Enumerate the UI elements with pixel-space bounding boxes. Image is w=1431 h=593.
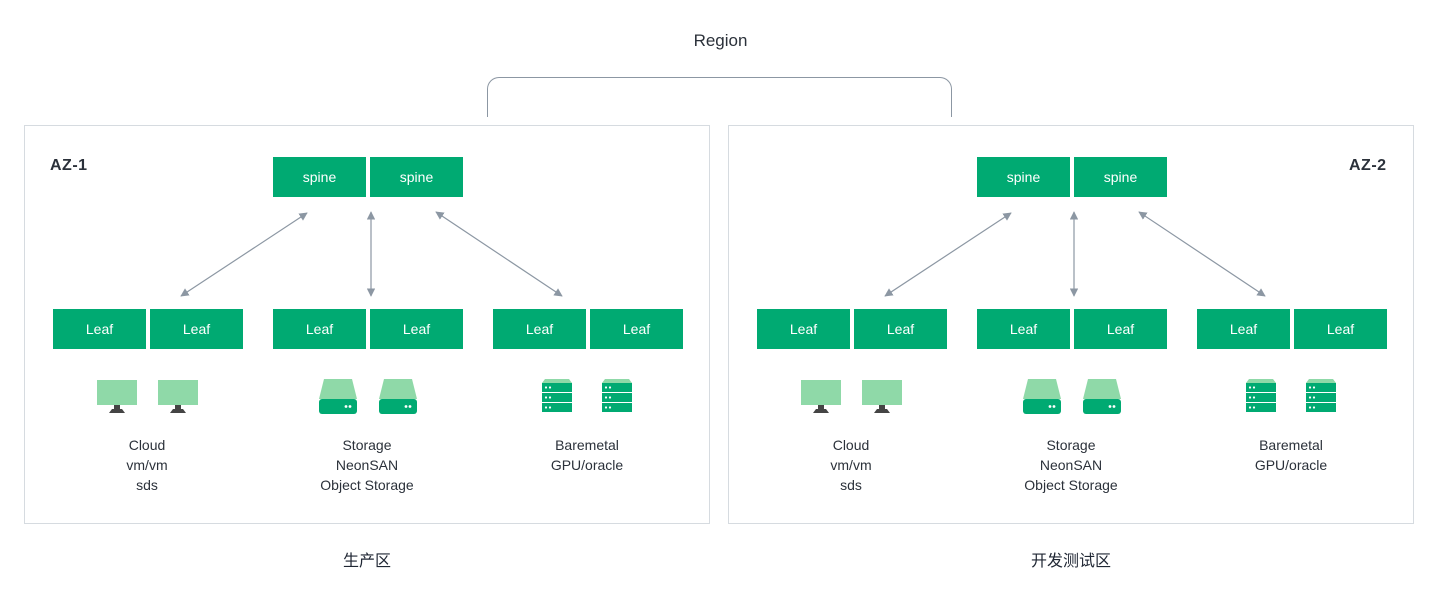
az-2-baremetal-caption: Baremetal GPU/oracle xyxy=(1191,435,1391,475)
az-2-label: AZ-2 xyxy=(1349,157,1387,174)
caption-line: Cloud xyxy=(128,437,166,453)
caption-line: vm/vm xyxy=(126,457,168,473)
az-1-cloud-caption: Cloud vm/vm sds xyxy=(47,435,247,495)
caption-line: sds xyxy=(136,477,158,493)
az-2-spine-2: spine xyxy=(1074,157,1167,197)
az-2-zone-label: 开发测试区 xyxy=(1030,553,1111,570)
caption-line: Storage xyxy=(342,437,392,453)
caption-line: Object Storage xyxy=(1024,477,1118,493)
az-1-spine-2: spine xyxy=(370,157,463,197)
az-1-leaf-cloud-2: Leaf xyxy=(150,309,243,349)
az-1-leaf-baremetal-2: Leaf xyxy=(590,309,683,349)
caption-line: NeonSAN xyxy=(1039,457,1103,473)
az-1-spine-1: spine xyxy=(273,157,366,197)
caption-line: Baremetal xyxy=(1259,437,1323,453)
az-1-leaf-storage-2: Leaf xyxy=(370,309,463,349)
az-2-cloud-caption: Cloud vm/vm sds xyxy=(751,435,951,495)
caption-line: Object Storage xyxy=(320,477,414,493)
caption-line: Storage xyxy=(1046,437,1096,453)
server-rack-icon xyxy=(542,379,572,412)
az-1-leaf-storage-1: Leaf xyxy=(273,309,366,349)
az-1-link-baremetal xyxy=(435,211,563,297)
region-bracket xyxy=(487,77,952,117)
az-2-link-cloud xyxy=(884,212,1012,297)
az-1-container xyxy=(24,125,710,524)
server-rack-icon xyxy=(602,379,632,412)
server-rack-icon xyxy=(1246,379,1276,412)
az-1-storage-caption: Storage NeonSAN Object Storage xyxy=(267,435,467,495)
server-rack-icon xyxy=(1306,379,1336,412)
caption-line: GPU/oracle xyxy=(1254,457,1328,473)
az-1-link-cloud xyxy=(180,212,308,297)
az-2-leaf-cloud-1: Leaf xyxy=(757,309,850,349)
monitor-icon xyxy=(862,380,902,413)
monitor-icon xyxy=(97,380,137,413)
az-2-link-baremetal xyxy=(1138,211,1266,297)
caption-line: Cloud xyxy=(832,437,870,453)
az-2-leaf-cloud-2: Leaf xyxy=(854,309,947,349)
caption-line: GPU/oracle xyxy=(550,457,624,473)
az-2-leaf-baremetal-1: Leaf xyxy=(1197,309,1290,349)
region-title: Region xyxy=(693,31,748,50)
az-1-leaf-cloud-1: Leaf xyxy=(53,309,146,349)
caption-line: Baremetal xyxy=(555,437,619,453)
az-1-zone-label: 生产区 xyxy=(342,553,391,570)
az-1-label: AZ-1 xyxy=(50,157,88,174)
az-1-baremetal-caption: Baremetal GPU/oracle xyxy=(487,435,687,475)
az-2-leaf-storage-1: Leaf xyxy=(977,309,1070,349)
caption-line: vm/vm xyxy=(830,457,872,473)
monitor-icon xyxy=(801,380,841,413)
monitor-icon xyxy=(158,380,198,413)
storage-drive-icon xyxy=(379,379,417,414)
az-2-storage-caption: Storage NeonSAN Object Storage xyxy=(971,435,1171,495)
caption-line: sds xyxy=(840,477,862,493)
az-2-leaf-baremetal-2: Leaf xyxy=(1294,309,1387,349)
storage-drive-icon xyxy=(1083,379,1121,414)
az-2-container xyxy=(728,125,1414,524)
storage-drive-icon xyxy=(319,379,357,414)
caption-line: NeonSAN xyxy=(335,457,399,473)
az-2-spine-1: spine xyxy=(977,157,1070,197)
storage-drive-icon xyxy=(1023,379,1061,414)
az-1-leaf-baremetal-1: Leaf xyxy=(493,309,586,349)
az-2-leaf-storage-2: Leaf xyxy=(1074,309,1167,349)
